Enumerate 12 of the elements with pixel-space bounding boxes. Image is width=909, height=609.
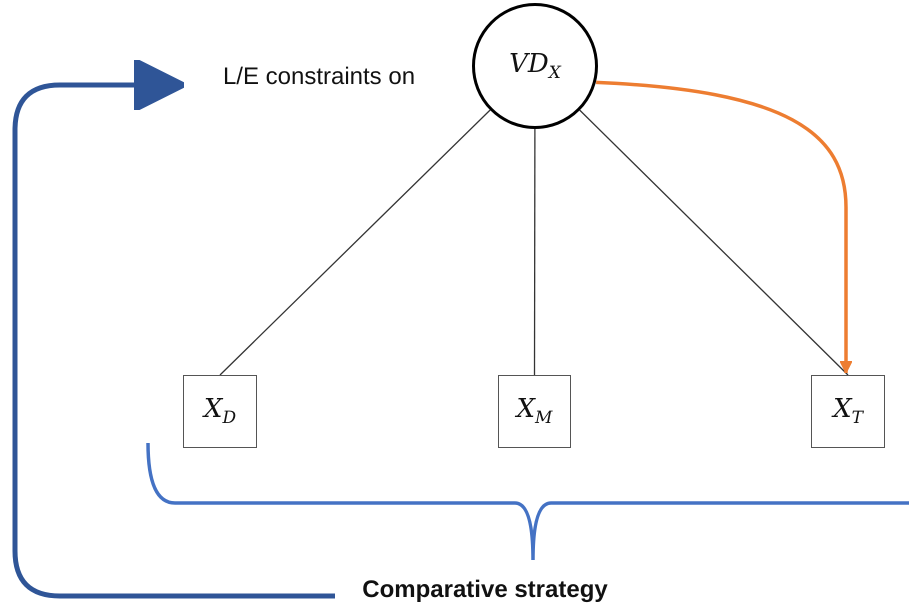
variable-box (498, 375, 571, 448)
arrow (12, 58, 335, 598)
connector-line (220, 110, 490, 376)
variable-box (811, 375, 885, 448)
connector-line (534, 129, 536, 375)
variable-symbol: X$_{T}$ (833, 394, 863, 429)
variable-symbol: VD$_{X}$ (509, 48, 561, 84)
connector-line (579, 110, 848, 376)
variable-symbol: X$_{M}$ (516, 394, 552, 429)
variable-symbol: X$_{D}$ (204, 394, 236, 429)
variable-box (183, 375, 257, 448)
arrow (596, 80, 853, 374)
